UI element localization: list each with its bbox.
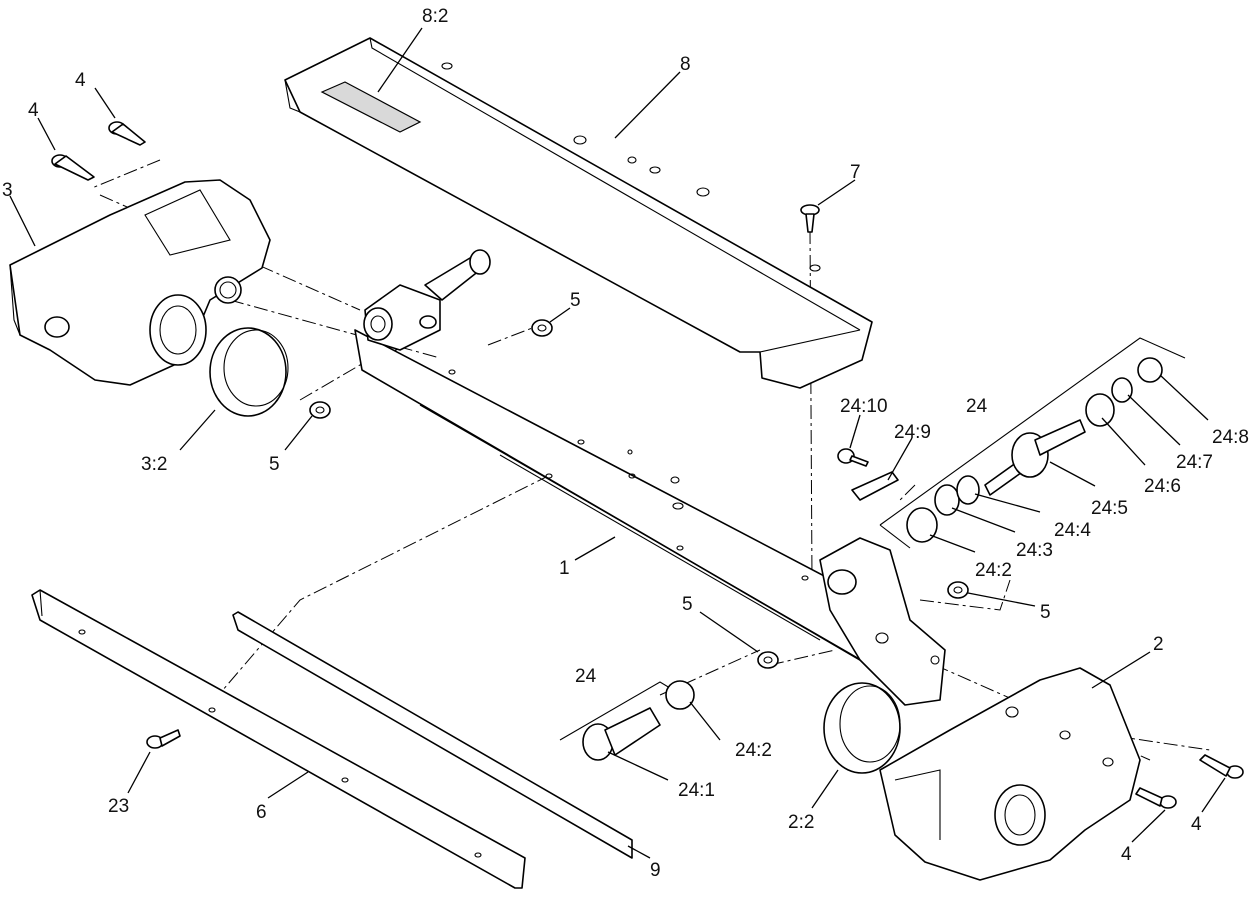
callout-4-d: 4: [1191, 814, 1202, 835]
callout-2-2: 2:2: [788, 812, 814, 833]
screw-part-23: [146, 729, 181, 749]
callout-24-2-a: 24:2: [975, 560, 1012, 581]
screw-part-7: [800, 204, 820, 233]
callout-5-a: 5: [570, 290, 581, 311]
callout-24-a: 24: [966, 396, 988, 417]
callout-24-3: 24:3: [1016, 540, 1053, 561]
callout-5-b: 5: [269, 454, 280, 475]
callout-labels: 8:2 8 4 4 3 7 5 5 3:2 24:10 24:9 24 24:8…: [2, 6, 1249, 881]
callout-1: 1: [559, 558, 570, 579]
callout-2: 2: [1153, 634, 1164, 655]
callout-23: 23: [108, 796, 129, 817]
bolt-part-4-bottom-right: [1135, 754, 1244, 809]
callout-4-b: 4: [28, 100, 39, 121]
right-bracket: [819, 537, 946, 706]
bolt-part-4-top-left: [51, 121, 146, 181]
right-housing-part-2: [879, 667, 1141, 881]
callout-5-d: 5: [682, 594, 693, 615]
callout-24-10: 24:10: [840, 396, 888, 417]
callout-24-7: 24:7: [1176, 452, 1213, 473]
cover-plate-part-8: [284, 37, 873, 389]
callout-6: 6: [256, 802, 267, 823]
callout-24-b: 24: [575, 666, 597, 687]
callout-8-2: 8:2: [422, 6, 448, 27]
callout-24-4: 24:4: [1054, 520, 1091, 541]
bearing-part-2-2: [823, 682, 901, 774]
callout-24-2-b: 24:2: [735, 740, 772, 761]
bearing-part-3-2: [209, 327, 289, 417]
callout-24-9: 24:9: [894, 422, 931, 443]
callout-4-a: 4: [75, 70, 86, 91]
shaft-assembly-part-24-lower: [559, 680, 695, 761]
strip-part-6: [31, 589, 526, 889]
strip-part-9: [232, 611, 633, 859]
callout-24-8: 24:8: [1212, 427, 1249, 448]
shaft-assembly-part-24-upper: [879, 337, 1186, 549]
callout-5-c: 5: [1040, 602, 1051, 623]
callout-9: 9: [650, 860, 661, 881]
leader-lines: [9, 27, 1226, 859]
left-housing-part-3: [9, 179, 271, 386]
callout-24-6: 24:6: [1144, 476, 1181, 497]
callout-3-2: 3:2: [141, 454, 167, 475]
motor-gear-assembly: [363, 249, 491, 351]
callout-7: 7: [850, 162, 861, 183]
callout-24-5: 24:5: [1091, 498, 1128, 519]
parts-24-9-24-10: [837, 448, 899, 501]
callout-8: 8: [680, 54, 691, 75]
callout-24-1: 24:1: [678, 780, 715, 801]
nuts-part-5: [309, 319, 969, 669]
callout-4-c: 4: [1121, 844, 1132, 865]
callout-3: 3: [2, 180, 13, 201]
